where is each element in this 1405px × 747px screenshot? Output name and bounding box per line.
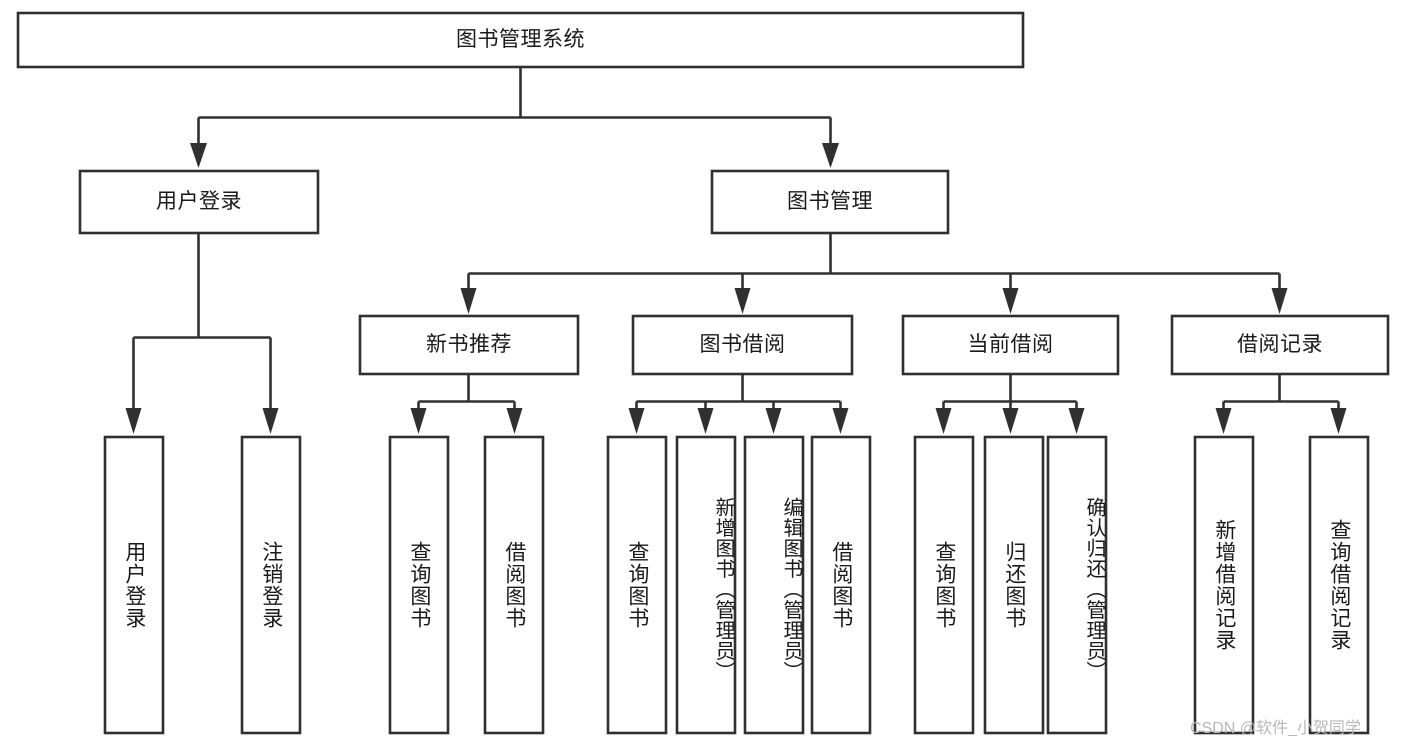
arrow-head-book-borrow [734,288,751,314]
node-box-book-borrow[interactable] [631,314,854,376]
arrow-head-new-book-recommend [460,288,477,314]
node-box-leaf-return-book[interactable] [983,435,1045,735]
arrow-head-leaf-query-book-2 [628,408,645,434]
connector-group-user-login [125,233,279,434]
arrow-head-borrow-record [1271,288,1288,314]
node-box-leaf-add-record[interactable] [1193,435,1255,735]
arrow-head-leaf-query-book-3 [935,408,952,434]
node-box-leaf-query-record[interactable] [1308,435,1370,735]
connector-group-book-manage [460,233,1288,314]
node-box-new-book-recommend[interactable] [358,314,580,376]
node-box-user-login[interactable] [78,169,320,235]
node-box-leaf-borrow-book-2[interactable] [810,435,872,735]
node-box-leaf-query-book-1[interactable] [388,435,450,735]
connector-group-root [190,67,839,168]
arrow-head-leaf-borrow-book-1 [506,408,523,434]
connector-group-new-book-recommend [410,374,523,434]
arrow-head-leaf-user-login [125,408,142,434]
node-box-leaf-query-book-2[interactable] [606,435,668,735]
node-box-current-borrow[interactable] [901,314,1120,376]
connector-group-current-borrow [935,374,1085,434]
arrow-head-leaf-query-record [1330,408,1347,434]
connector-group-borrow-record [1215,374,1347,434]
node-box-borrow-record[interactable] [1170,314,1390,376]
arrow-head-leaf-edit-book [765,408,782,434]
arrow-head-leaf-confirm-return [1068,408,1085,434]
node-box-leaf-logout[interactable] [240,435,302,735]
node-box-leaf-user-login[interactable] [103,435,165,735]
arrow-head-current-borrow [1002,288,1019,314]
node-box-book-manage[interactable] [710,169,950,235]
arrow-head-leaf-borrow-book-2 [832,408,849,434]
node-box-root[interactable] [16,11,1025,69]
connector-group-book-borrow [628,374,849,434]
node-box-leaf-borrow-book-1[interactable] [483,435,545,735]
node-box-leaf-confirm-return[interactable] [1046,435,1108,735]
arrow-head-leaf-add-book [697,408,714,434]
arrow-head-leaf-return-book [1002,408,1019,434]
node-box-leaf-edit-book[interactable] [743,435,805,735]
arrow-head-leaf-logout [262,408,279,434]
arrow-head-user-login [190,143,207,168]
arrow-head-leaf-add-record [1215,408,1232,434]
arrow-head-book-manage [822,143,839,168]
arrow-head-leaf-query-book-1 [410,408,427,434]
node-box-leaf-add-book[interactable] [675,435,737,735]
node-box-leaf-query-book-3[interactable] [913,435,975,735]
